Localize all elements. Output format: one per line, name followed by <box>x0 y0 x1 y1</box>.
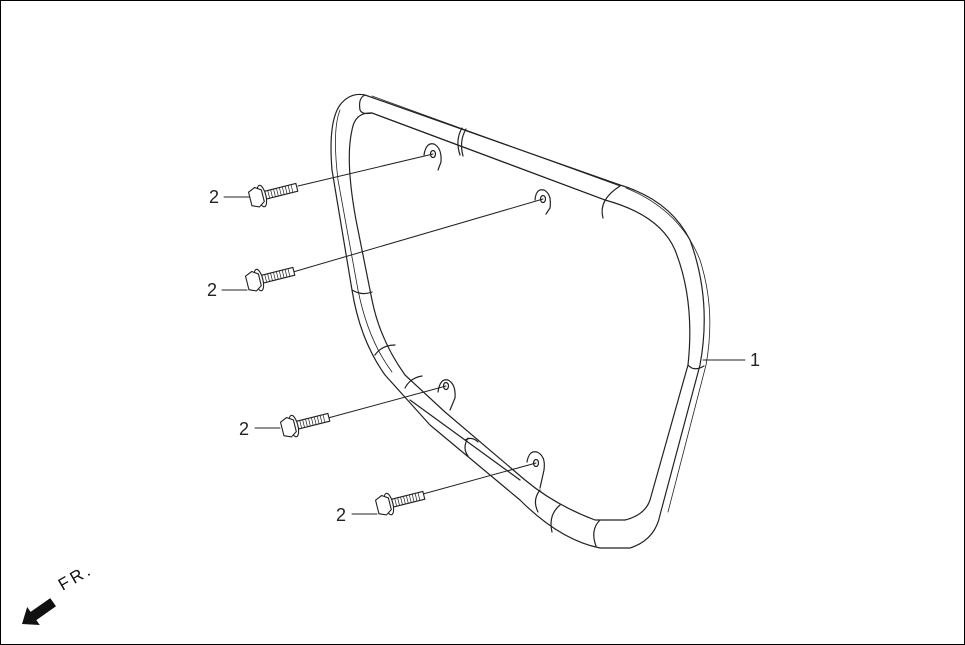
front-arrow-icon <box>22 598 56 625</box>
flange-bolt-4 <box>374 490 426 516</box>
callout-2-bolt: 2 <box>336 505 347 525</box>
flange-bolt-2 <box>244 266 296 292</box>
mounting-tabs <box>423 143 551 489</box>
bolt-alignment-lines <box>292 153 544 495</box>
callout-2-bolt: 2 <box>239 419 250 439</box>
flange-bolt-3 <box>279 412 331 438</box>
callout-2-bolt: 2 <box>209 187 220 207</box>
flange-bolt-1 <box>247 182 299 208</box>
flange-bolts <box>244 182 426 516</box>
guard-frame <box>330 93 711 549</box>
callout-1-guard-frame: 1 <box>750 350 761 370</box>
callout-2-bolt: 2 <box>207 280 218 300</box>
leader-lines <box>221 196 746 515</box>
